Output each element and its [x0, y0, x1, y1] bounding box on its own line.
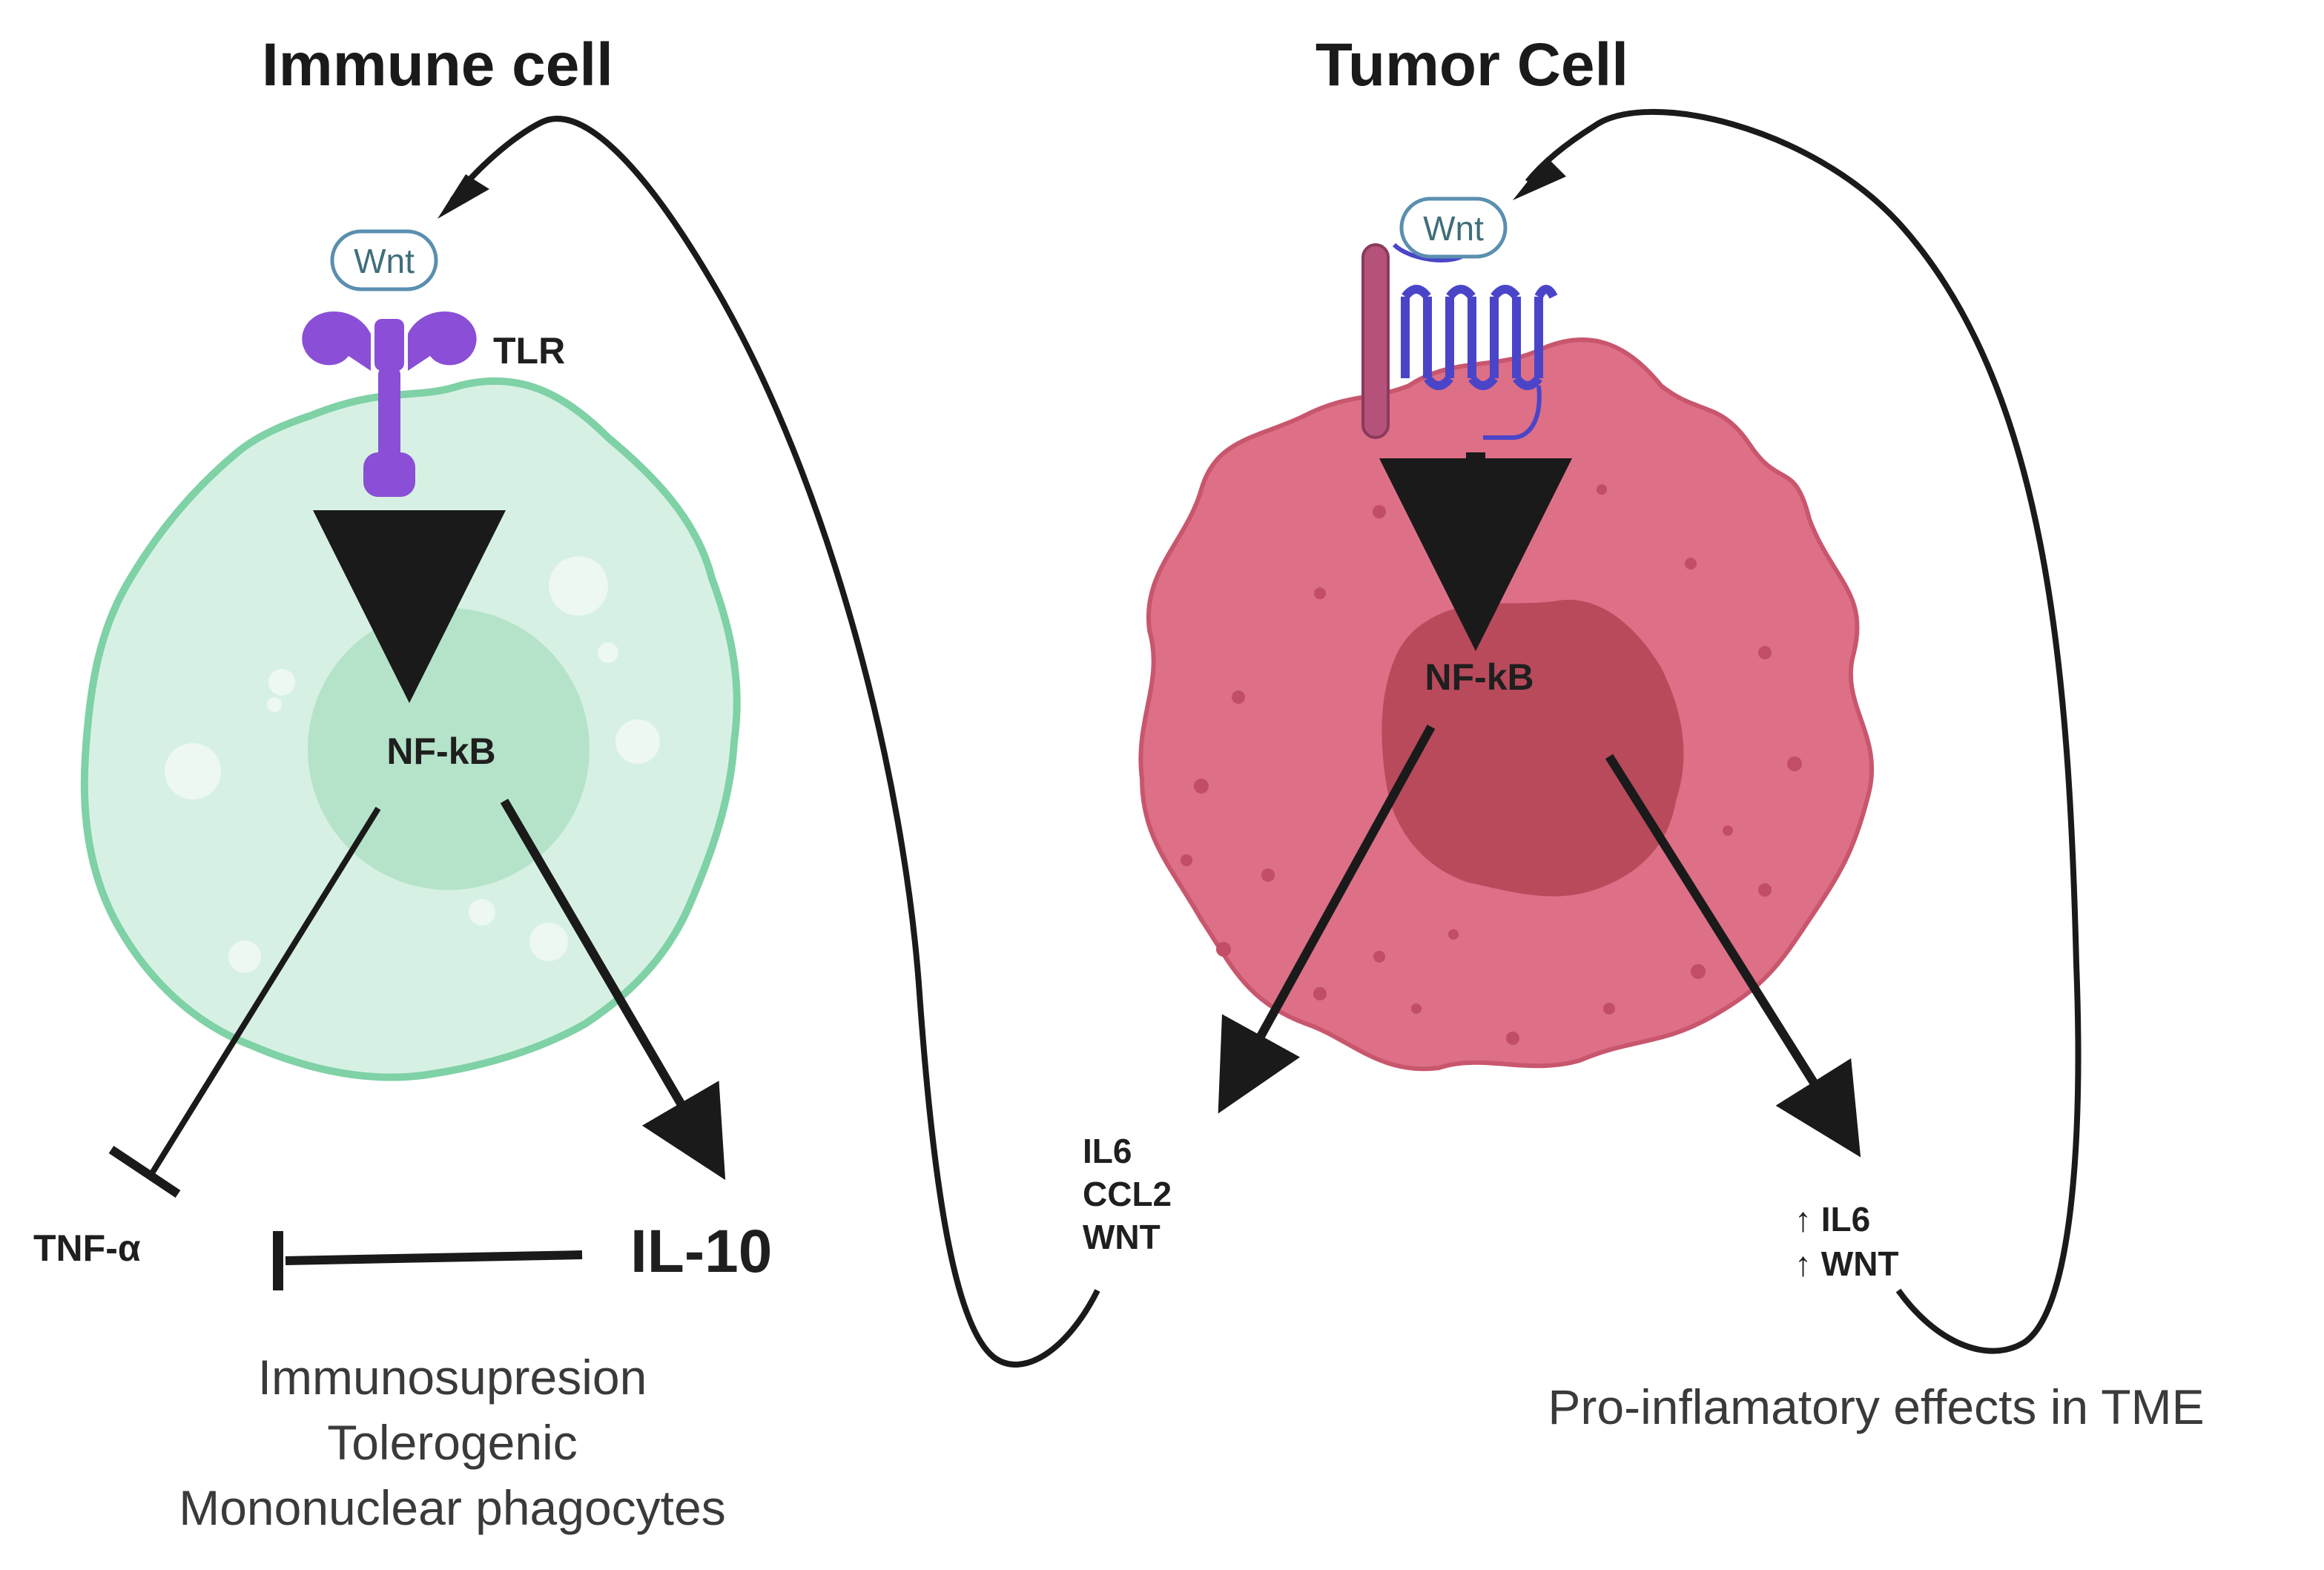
tnf-alpha-label: TNF-α: [33, 1227, 141, 1269]
immune-wnt-label: Wnt: [354, 242, 415, 280]
tumor-wnt-ligand: [1399, 197, 1508, 259]
tumor-cell-granules: [1181, 484, 1802, 1045]
tumor-right-output-arrow: [1605, 753, 1861, 1158]
feedback-loop-to-tumor: [1525, 108, 2082, 1354]
tumor-cell-title: Tumor Cell: [1315, 31, 1628, 99]
immune-cell-vesicles: [165, 556, 660, 973]
tumor-right-output-2: ↑ WNT: [1795, 1244, 1899, 1283]
immune-il10-arrow: [500, 798, 726, 1181]
feedback-loop-to-tumor-head: [1513, 157, 1566, 200]
il10-tnf-inhibit-line: [285, 1250, 583, 1265]
tumor-left-output-3: WNT: [1083, 1218, 1161, 1256]
tumor-caption: Pro-inflamatory effects in TME: [1548, 1379, 2204, 1434]
immune-tnf-inhibit-line: [145, 806, 381, 1181]
immune-caption-line-1: Immunosupresion: [258, 1350, 647, 1405]
immune-wnt-ligand: [330, 229, 438, 291]
tumor-wnt-label: Wnt: [1423, 209, 1484, 248]
tumor-nfkb-label: NF-kB: [1425, 656, 1534, 698]
tumor-left-output-1: IL6: [1083, 1132, 1132, 1170]
frizzled-receptor-icon: [1361, 243, 1558, 440]
tumor-right-output-1: ↑ IL6: [1795, 1200, 1870, 1238]
immune-caption-line-2: Tolerogenic: [327, 1415, 578, 1470]
feedback-loop-to-immune-head: [438, 174, 489, 219]
feedback-loop-to-immune: [449, 116, 1100, 1368]
immune-tnf-inhibit-bar: [108, 1146, 181, 1198]
immune-caption-line-3: Mononuclear phagocytes: [179, 1480, 725, 1535]
immune-cell-title: Immune cell: [262, 31, 613, 99]
tumor-left-output-2: CCL2: [1083, 1175, 1172, 1213]
tlr-label: TLR: [493, 330, 565, 372]
tumor-left-output-arrow: [1218, 725, 1436, 1114]
immune-nfkb-label: NF-kB: [386, 730, 495, 772]
tumor-nucleus: [1381, 599, 1684, 897]
tlr-receptor-icon: [302, 311, 477, 497]
il10-label: IL-10: [630, 1218, 772, 1285]
